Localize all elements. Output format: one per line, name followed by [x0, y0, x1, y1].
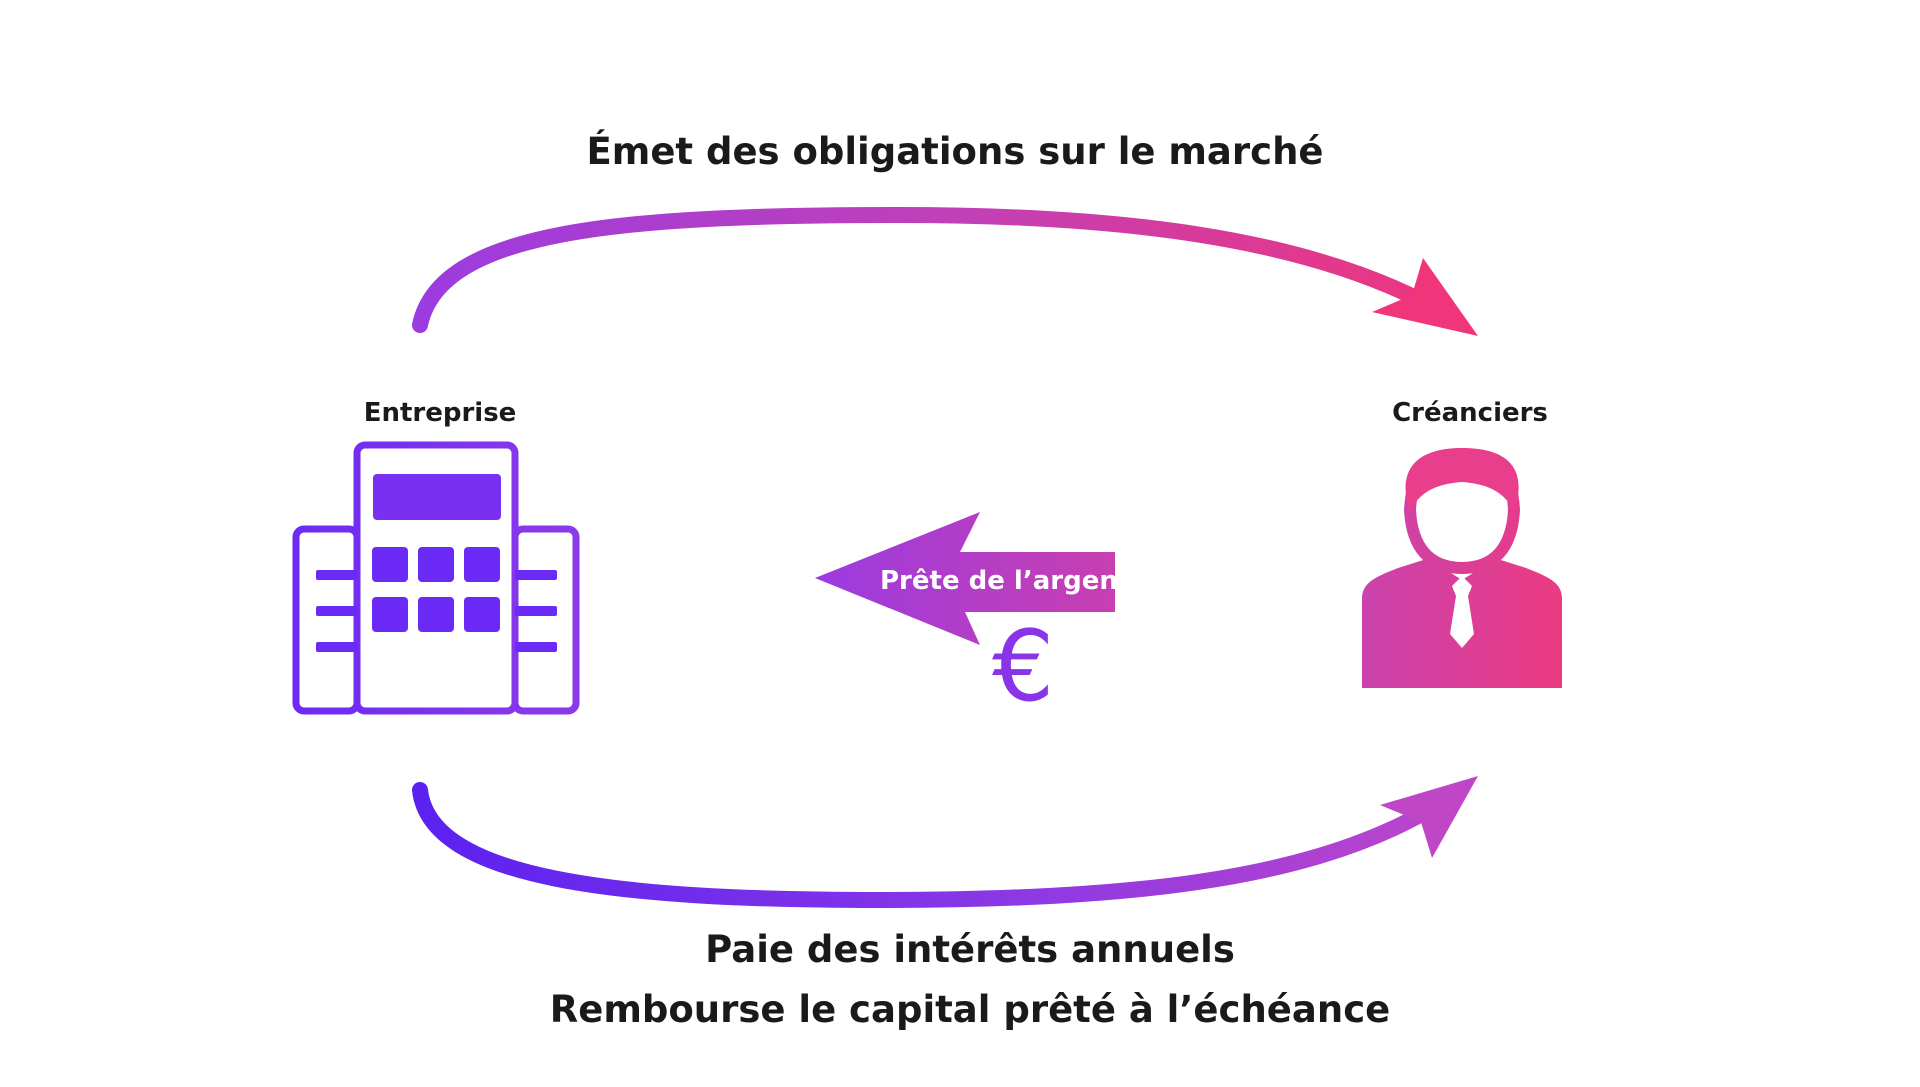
creditors-label: Créanciers: [1392, 398, 1548, 428]
bottom-arrow-label-line2: Rembourse le capital prêté à l’échéance: [549, 988, 1391, 1031]
lend-arrow-shape: [815, 512, 1115, 645]
top-flow-arrow: [412, 206, 1478, 336]
lend-arrow: [815, 512, 1115, 645]
top-arrow-head: [1372, 258, 1478, 336]
bottom-arrow-label-line1: Paie des intérêts annuels: [705, 928, 1235, 971]
euro-icon: €: [992, 610, 1055, 724]
bottom-arrow-head: [1380, 776, 1478, 858]
businessman-icon: [1362, 448, 1562, 688]
top-arrow-label: Émet des obligations sur le marché: [586, 130, 1324, 173]
company-label: Entreprise: [363, 398, 517, 428]
bottom-arrow-curve: [412, 782, 1428, 909]
building-icon: [292, 441, 580, 715]
top-arrow-curve: [412, 206, 1428, 333]
lend-arrow-label: Prête de l’argent: [880, 566, 1131, 596]
bottom-flow-arrow: [412, 776, 1478, 909]
